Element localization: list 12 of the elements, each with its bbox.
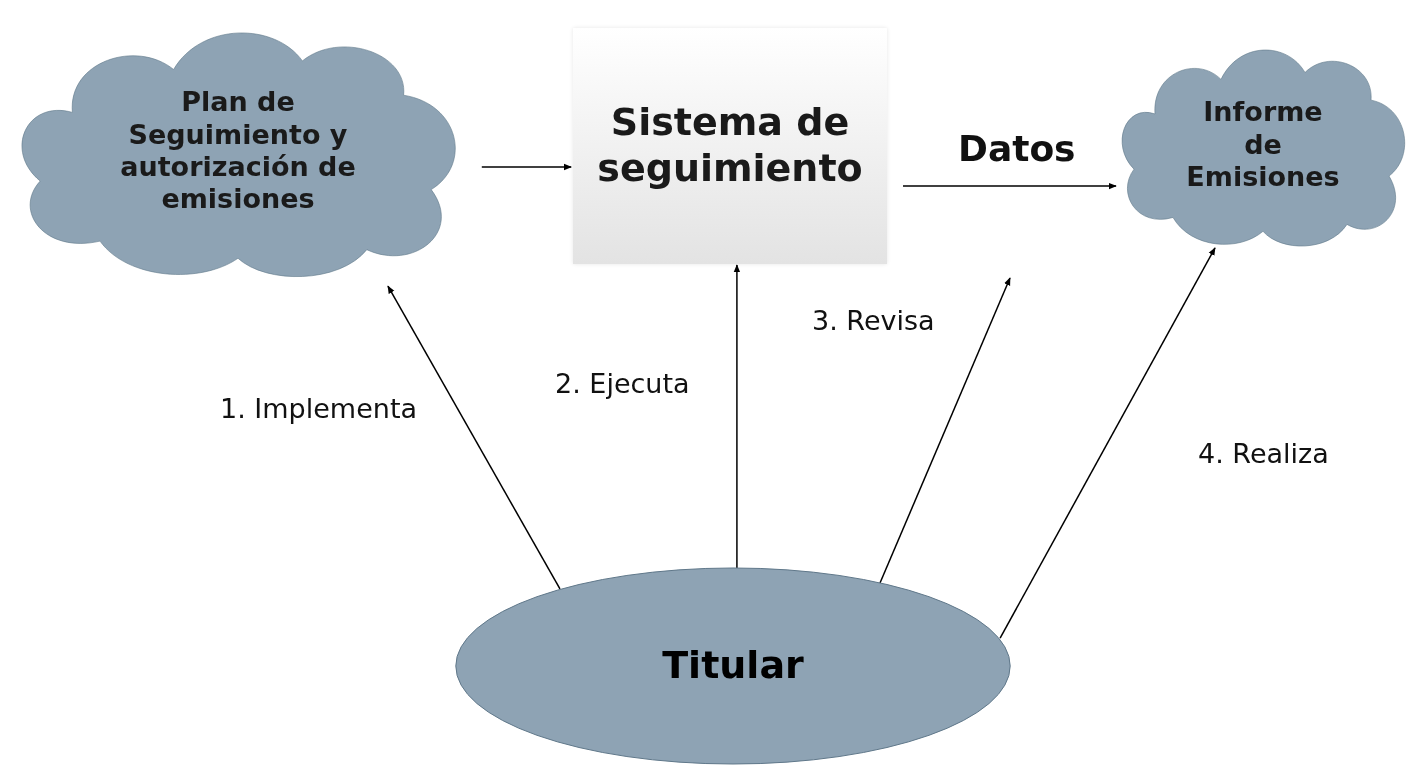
node-label: Informe de Emisiones (1185, 96, 1341, 194)
node-label: Plan de Seguimiento y autorización de emisiones (119, 86, 357, 216)
arrow (387, 285, 561, 590)
ellipse-shape (453, 567, 1013, 765)
arrow (481, 163, 572, 171)
node-label: Sistema de seguimiento (596, 100, 864, 192)
arrow (879, 277, 1011, 584)
arrow (999, 247, 1216, 639)
arrow (902, 182, 1117, 190)
process-box (573, 28, 887, 264)
arrow (733, 264, 741, 569)
node-label: Titular (662, 643, 804, 689)
